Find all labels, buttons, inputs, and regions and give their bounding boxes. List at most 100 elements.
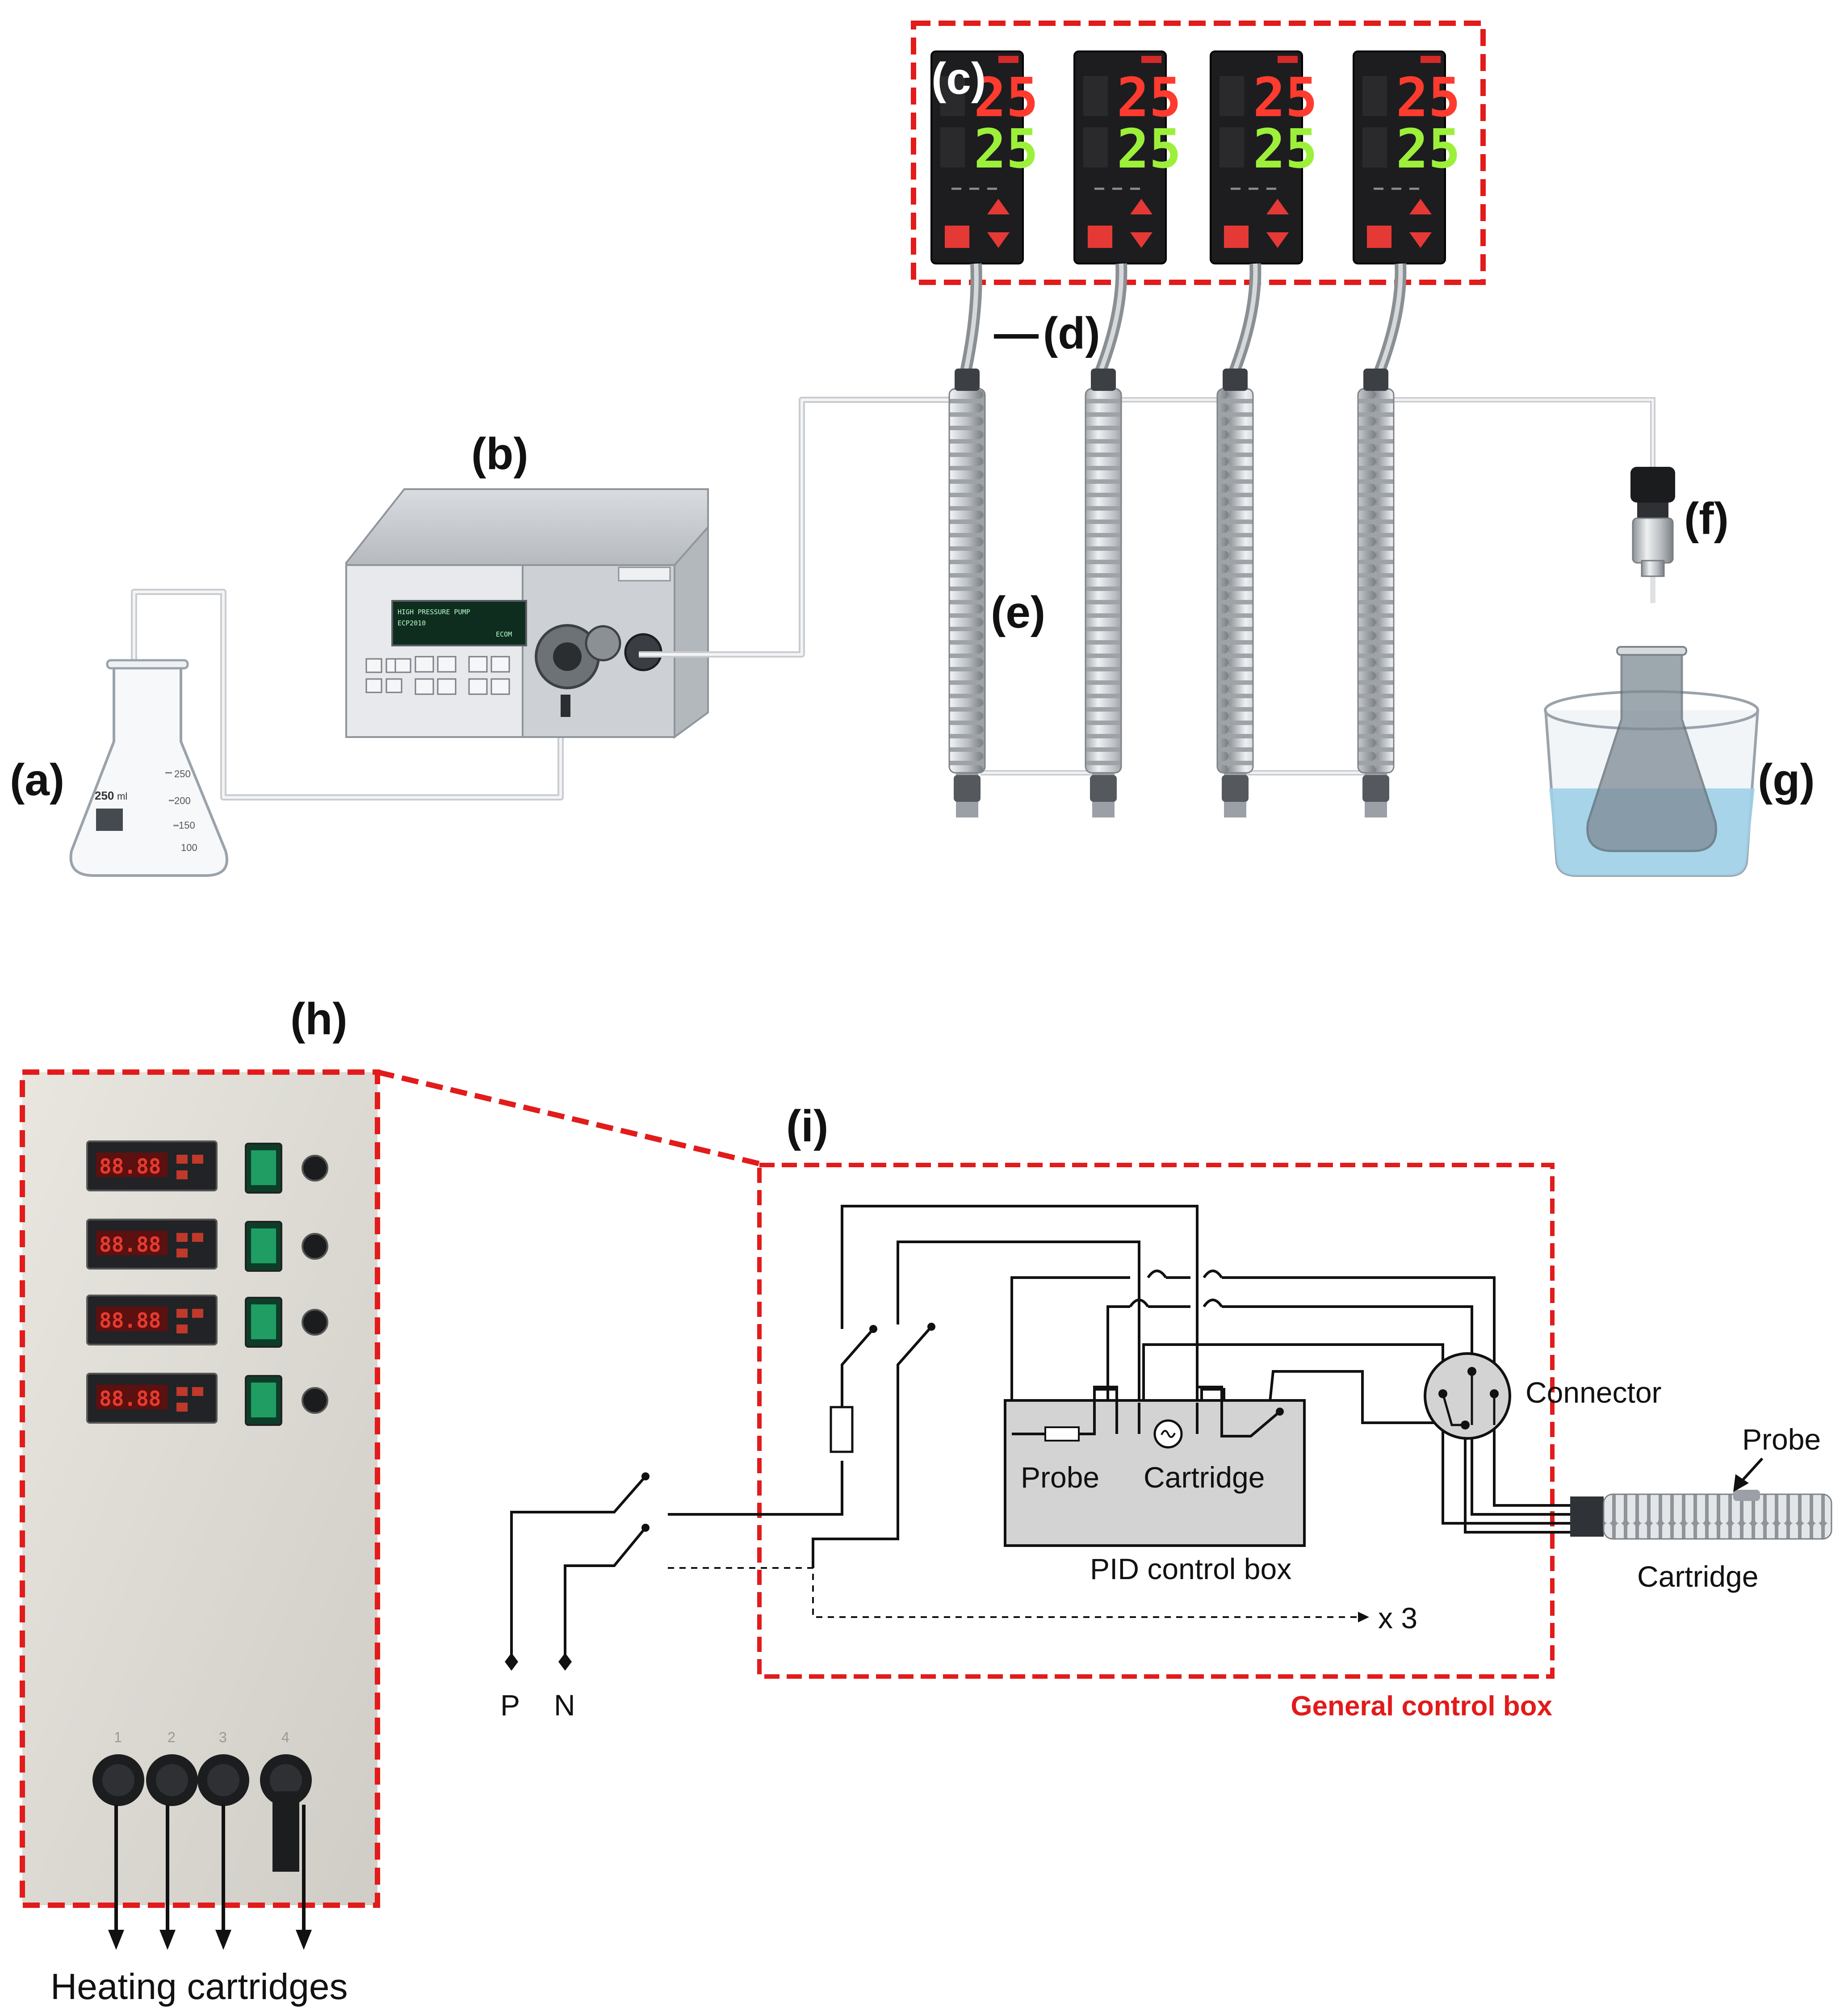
panel-indicator-lamp	[302, 1387, 328, 1414]
flask-mark-150: 150	[179, 820, 195, 831]
controller-up-button	[1409, 199, 1432, 214]
back-pressure-regulator	[1630, 467, 1675, 577]
flask-mark-200: 200	[174, 795, 191, 806]
probe-wires	[959, 263, 1407, 377]
label-d: —	[994, 308, 1039, 358]
panel-row-1: 88.88	[86, 1140, 328, 1194]
panel-indicator-lamp	[302, 1309, 328, 1336]
controller-menu-button	[1224, 226, 1249, 248]
pid-control-box-label: PID control box	[1090, 1552, 1291, 1585]
svg-text:88.88: 88.88	[99, 1308, 161, 1333]
svg-text:88.88: 88.88	[99, 1232, 161, 1257]
heating-coils	[948, 369, 1395, 817]
pump-lcd-line1: HIGH PRESSURE PUMP	[398, 608, 470, 616]
phase-label: P	[500, 1689, 520, 1722]
multiplier-arrow	[1358, 1612, 1369, 1622]
label-g: (g)	[1758, 755, 1815, 805]
panel-port-3: 3	[197, 1729, 249, 1806]
controller-setpoint-value: 25	[1253, 118, 1318, 180]
heating-coil-2	[1085, 369, 1122, 817]
zoom-line	[377, 1069, 760, 1166]
flask-mark-100: 100	[181, 842, 197, 853]
multiplier-label: x 3	[1378, 1601, 1417, 1635]
label-d-text: (d)	[1043, 308, 1100, 358]
heating-coil-4	[1357, 369, 1395, 817]
controller-menu-button	[1367, 226, 1391, 248]
panel-port-2: 2	[146, 1729, 198, 1806]
label-h: (h)	[290, 994, 348, 1044]
label-c: (c)	[931, 54, 986, 104]
controllers-highlight-box	[911, 21, 1486, 285]
panel-row-4: 88.88	[86, 1373, 328, 1426]
flask-volume-label: 250	[95, 789, 114, 802]
cartridge-arrow-4	[296, 1805, 312, 1950]
controller-setpoint-value: 25	[974, 118, 1039, 180]
label-f: (f)	[1684, 494, 1729, 544]
panel-indicator-lamp	[302, 1233, 328, 1260]
hplc-pump: HIGH PRESSURE PUMP ECP2010 ECOM	[345, 488, 709, 739]
probe-label: Probe	[1021, 1461, 1099, 1494]
pump-lcd-brand: ECOM	[496, 630, 512, 638]
controller-up-button	[1266, 199, 1289, 214]
panel-indicator-lamp	[302, 1155, 328, 1182]
control-box-photo: 88.88 88.88 88.88 88.88 1 2 3 4	[22, 1072, 377, 1905]
controller-up-button	[1130, 199, 1152, 214]
svg-text:4: 4	[281, 1729, 289, 1745]
collection-bath	[1544, 646, 1759, 877]
external-cartridge-label: Cartridge	[1637, 1560, 1758, 1593]
svg-text:88.88: 88.88	[99, 1154, 161, 1178]
controller-down-button	[1130, 232, 1152, 248]
label-b: (b)	[471, 429, 528, 479]
controller-setpoint-value: 25	[1117, 118, 1182, 180]
controller-setpoint-value: 25	[1396, 118, 1461, 180]
general-control-box-label: General control box	[1291, 1691, 1552, 1722]
solvent-flask: 250 ml 250 200 150 100	[69, 659, 228, 877]
panel-port-1: 1	[92, 1729, 144, 1806]
connector-symbol	[1424, 1352, 1511, 1440]
panel-row-3: 88.88	[86, 1295, 328, 1348]
label-e: (e)	[991, 587, 1045, 637]
cartridge-arrow-2	[159, 1805, 176, 1950]
heating-coil-3	[1216, 369, 1254, 817]
external-probe-label: Probe	[1742, 1423, 1821, 1456]
pid-control-box	[1004, 1399, 1306, 1547]
label-a: (a)	[10, 755, 64, 805]
svg-text:3: 3	[219, 1729, 227, 1745]
svg-text:2: 2	[168, 1729, 176, 1745]
neutral-terminal	[558, 1653, 572, 1671]
heating-coil-1	[948, 369, 986, 817]
controller-down-button	[1409, 232, 1432, 248]
probe-pointer-arrow	[1739, 1457, 1764, 1484]
pump-lcd-line2: ECP2010	[398, 619, 426, 627]
general-control-box-outline	[757, 1163, 1555, 1679]
external-cartridge-photo	[1570, 1490, 1832, 1540]
cartridge-arrows	[108, 1805, 312, 1950]
controller-process-value: 25	[1396, 67, 1461, 129]
controller-menu-button	[1088, 226, 1112, 248]
controller-menu-button	[945, 226, 969, 248]
neutral-label: N	[554, 1689, 575, 1722]
panel-row-2: 88.88	[86, 1219, 328, 1272]
flask-unit-label: ml	[117, 791, 127, 802]
connector-label: Connector	[1525, 1376, 1662, 1409]
controller-process-value: 25	[1253, 67, 1318, 129]
flask-mark-250: 250	[174, 768, 191, 780]
control-box-highlight	[20, 1069, 380, 1908]
controller-process-value: 25	[1117, 67, 1182, 129]
controller-process-value: 25	[974, 67, 1039, 129]
phase-terminal	[505, 1653, 518, 1671]
cartridge-arrow-3	[215, 1805, 231, 1950]
controller-down-button	[1266, 232, 1289, 248]
cartridge-label: Cartridge	[1144, 1461, 1265, 1494]
heating-cartridges-caption: Heating cartridges	[50, 1966, 348, 2007]
controller-up-button	[987, 199, 1010, 214]
svg-text:1: 1	[114, 1729, 122, 1745]
cartridge-arrow-1	[108, 1805, 124, 1950]
controller-down-button	[987, 232, 1010, 248]
